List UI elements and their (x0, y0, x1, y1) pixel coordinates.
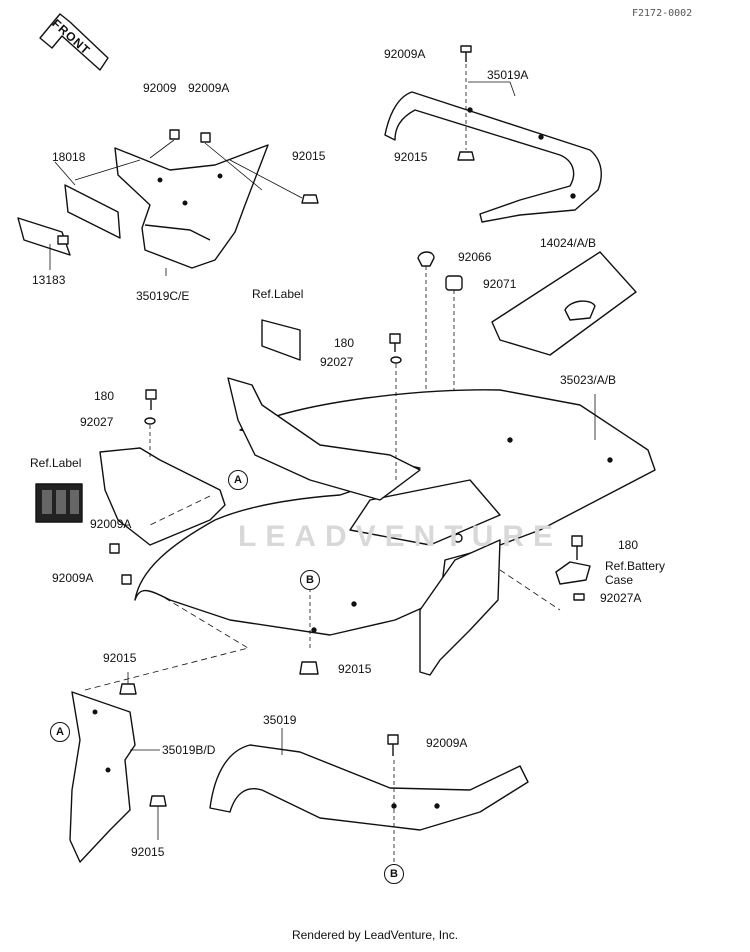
part-label-14024: 14024/A/B (540, 236, 597, 250)
part-label-35019: 35019 (263, 713, 297, 727)
part-label-92015: 92015 (103, 651, 137, 665)
part-label-92009a: 92009A (426, 736, 468, 750)
part-label-92066: 92066 (458, 250, 492, 264)
part-label-92027a: 92027A (600, 591, 642, 605)
part-label-92009a: 92009A (384, 47, 426, 61)
part-label-92015: 92015 (131, 845, 165, 859)
part-label-35019a: 35019A (487, 68, 529, 82)
part-label-92015: 92015 (292, 149, 326, 163)
part-label-92009: 92009 (143, 81, 177, 95)
cover-14024 (491, 251, 637, 356)
ref-marker-a: A (228, 470, 248, 490)
guard-35019bd (69, 691, 136, 863)
part-label-35019bd: 35019B/D (162, 743, 216, 757)
part-label-18018: 18018 (52, 150, 86, 164)
part-label-35019ce: 35019C/E (136, 289, 190, 303)
plate-13183 (17, 217, 71, 256)
part-label-92027: 92027 (320, 355, 354, 369)
guard-35019ce (114, 144, 269, 269)
part-label-92071: 92071 (483, 277, 517, 291)
part-label-180: 180 (94, 389, 115, 403)
ref-marker-b: B (300, 570, 320, 590)
fender-35019 (209, 744, 529, 831)
part-label-180: 180 (334, 336, 355, 350)
part-label-13183: 13183 (32, 273, 66, 287)
part-label-180: 180 (618, 538, 639, 552)
part-label-92009a: 92009A (90, 517, 132, 531)
part-label-92009a: 92009A (52, 571, 94, 585)
ref-marker-a: A (50, 722, 70, 742)
part-label-92015: 92015 (338, 662, 372, 676)
ref-marker-b: B (384, 864, 404, 884)
fender-35019a (384, 91, 602, 223)
footer-credit: Rendered by LeadVenture, Inc. (291, 928, 459, 942)
part-label-92027: 92027 (80, 415, 114, 429)
ref-label-text: Ref.Label (30, 456, 82, 470)
part-label-35023: 35023/A/B (560, 373, 617, 387)
ref-battery-label: Ref.Battery (605, 559, 666, 573)
diagram-code: F2172-0002 (632, 8, 693, 19)
ref-battery-label-case: Case (605, 573, 634, 587)
part-label-92009a: 92009A (188, 81, 230, 95)
part-label-92015: 92015 (394, 150, 428, 164)
watermark-text: LEADVENTURE (238, 520, 563, 553)
ref-label-text: Ref.Label (252, 287, 304, 301)
front-arrow-icon (39, 13, 109, 71)
